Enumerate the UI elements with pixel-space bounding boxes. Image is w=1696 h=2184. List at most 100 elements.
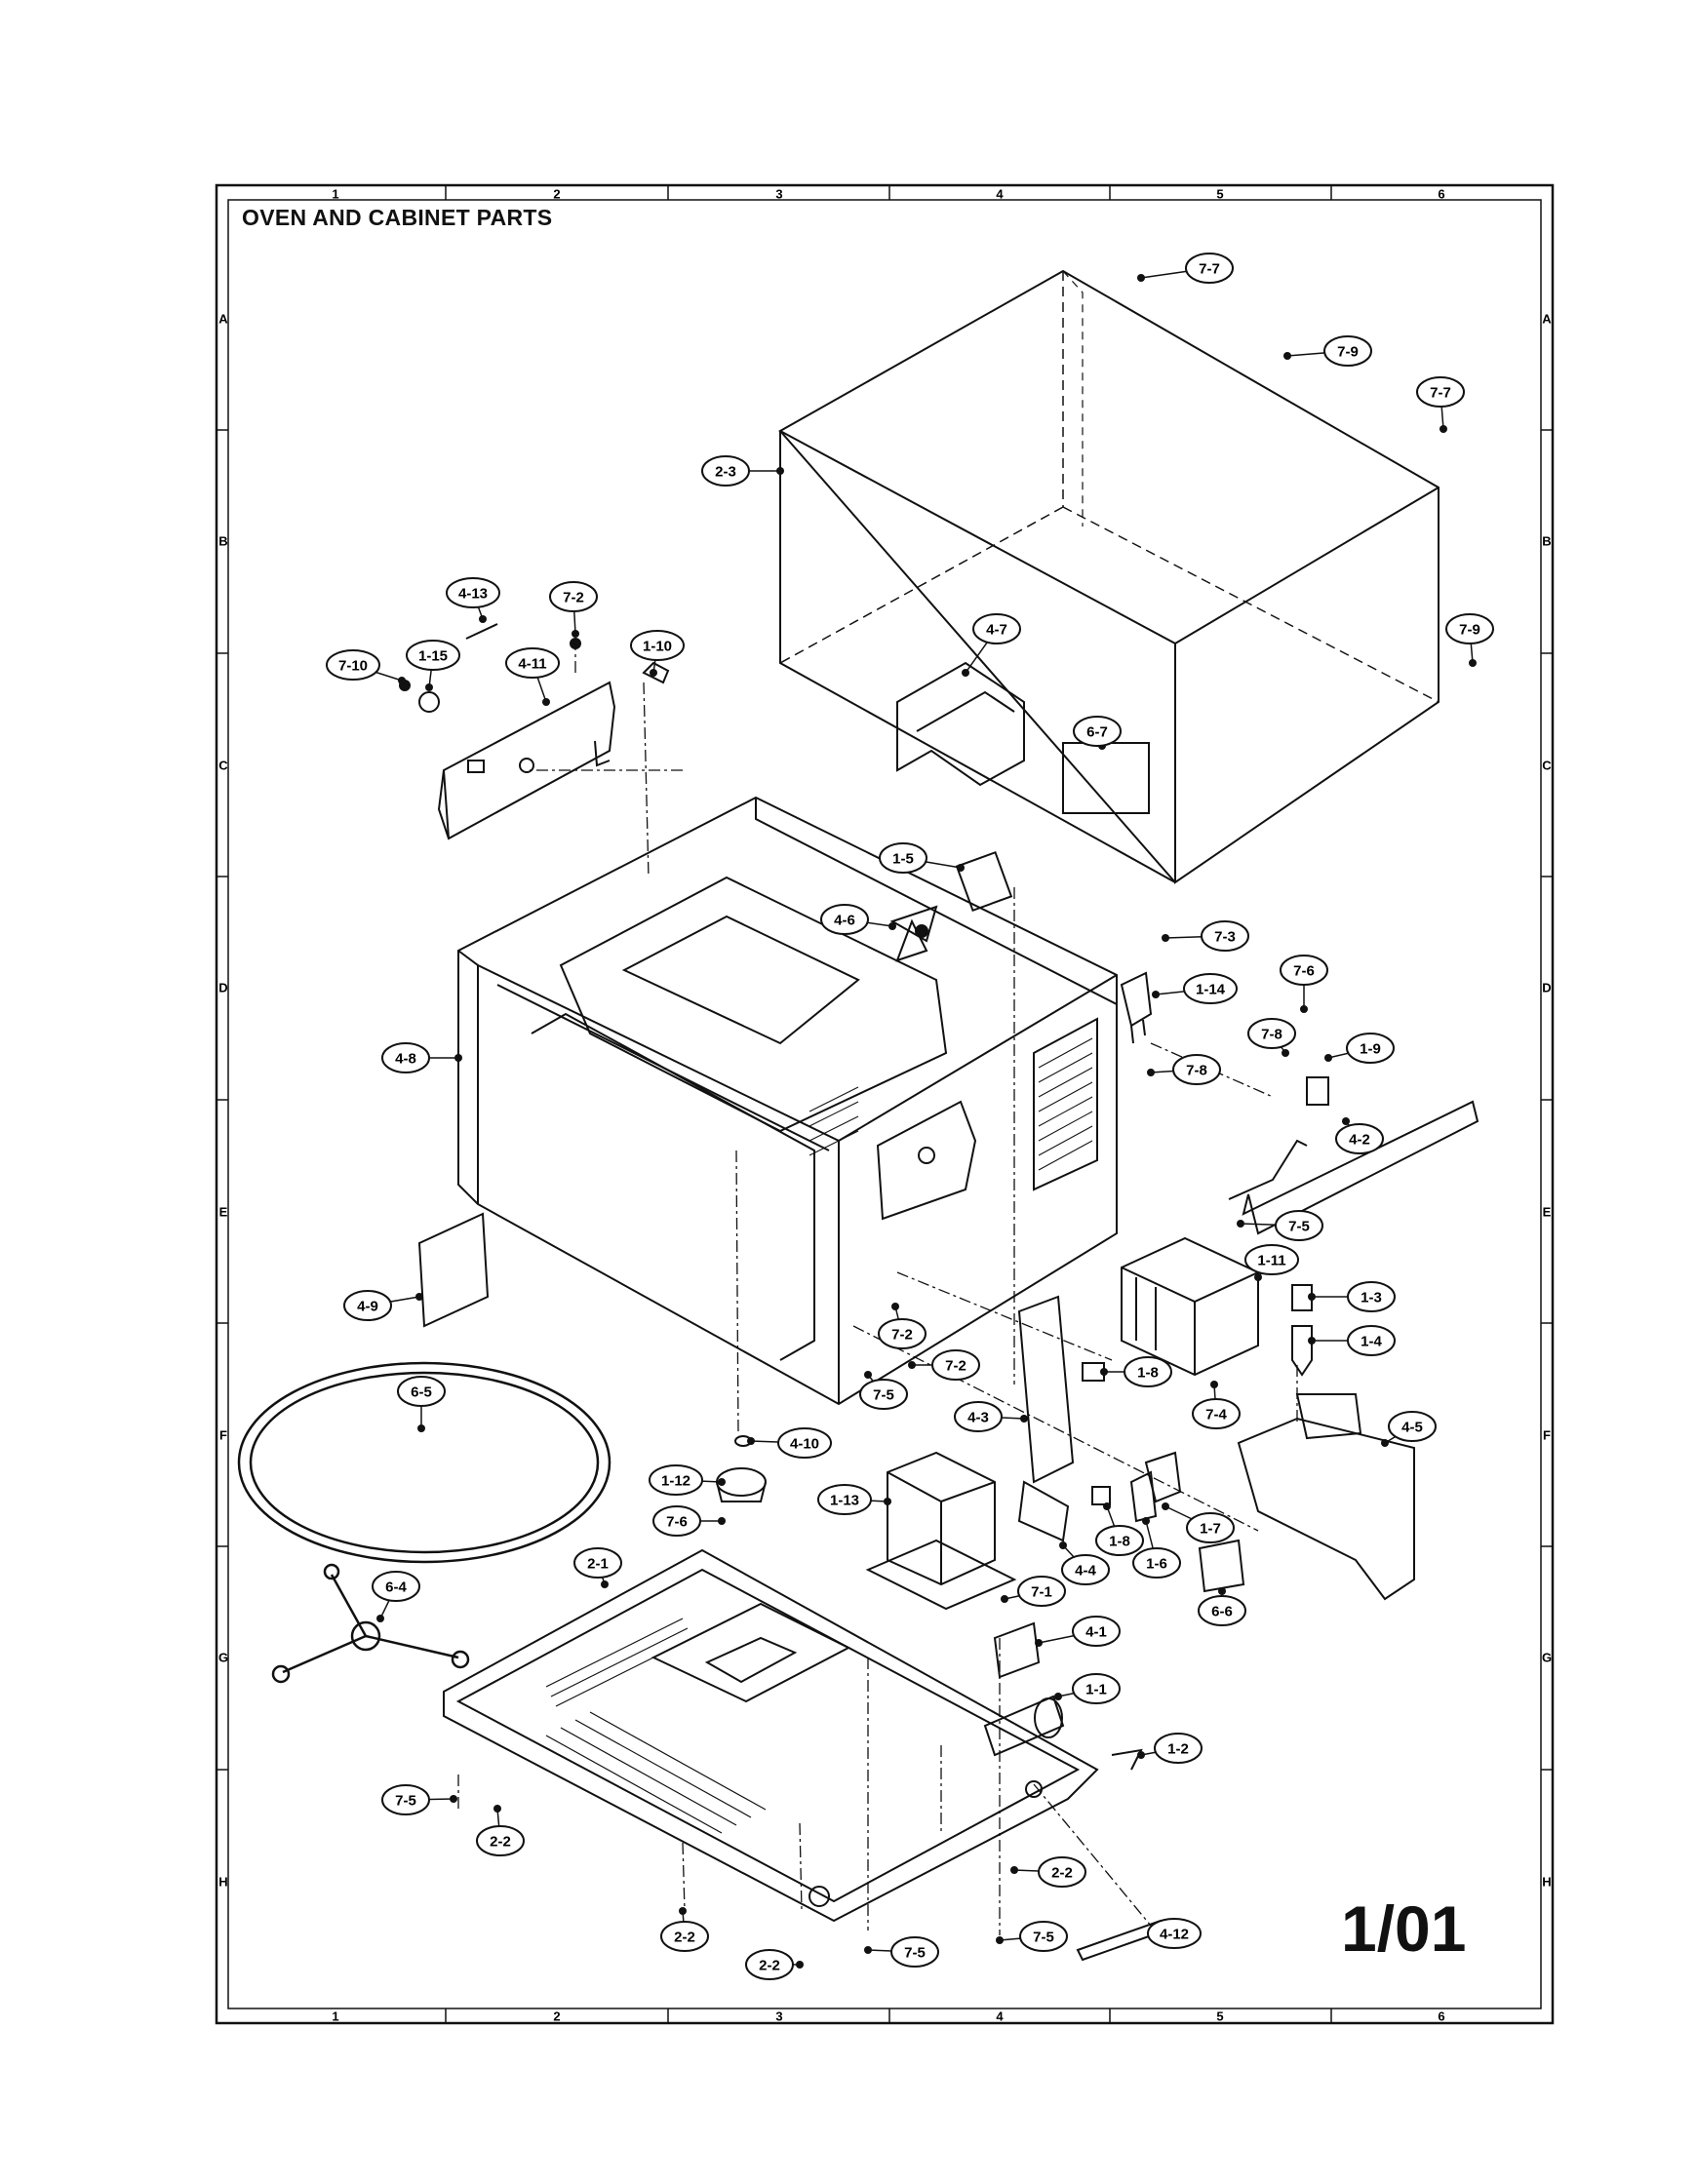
grid-column-label: 5: [1216, 2009, 1223, 2024]
screw-icon: [1059, 1541, 1067, 1549]
callout-label: 7-4: [1205, 1407, 1227, 1424]
screw-icon: [888, 922, 896, 930]
callout-balloon: [820, 904, 869, 935]
screw-icon: [398, 677, 406, 684]
hv-transformer: [1121, 1236, 1259, 1377]
callout-balloon: [890, 1936, 939, 1968]
callout-balloon: [1280, 955, 1328, 986]
callout-1-3: 1-3: [1308, 1281, 1396, 1312]
callout-balloon: [701, 455, 750, 487]
callout-7-5: 7-5: [996, 1921, 1068, 1952]
screw-icon: [450, 1795, 457, 1803]
grid-column-label: 4: [996, 2009, 1004, 2024]
callout-label: 7-5: [904, 1945, 926, 1962]
grid-column-label: 3: [775, 2009, 782, 2024]
callout-balloon: [1072, 1673, 1121, 1704]
callout-7-8: 7-8: [1147, 1054, 1221, 1085]
screw-icon: [891, 1303, 899, 1310]
callout-label: 7-1: [1031, 1584, 1052, 1601]
callout-balloon: [1186, 1512, 1235, 1543]
screw-icon: [572, 630, 579, 638]
callout-balloon: [1347, 1281, 1396, 1312]
screw-icon: [1300, 1005, 1308, 1013]
grid-ticks: [217, 185, 1553, 2023]
callout-4-9: 4-9: [343, 1290, 423, 1321]
callout-label: 1-4: [1361, 1334, 1382, 1350]
callout-label: 7-5: [1288, 1219, 1310, 1235]
callout-label: 1-9: [1360, 1041, 1381, 1058]
drawing-frame: [215, 183, 1555, 2025]
screw-icon: [1308, 1337, 1316, 1345]
grid-column-label: 2: [553, 187, 560, 202]
screw-icon: [1381, 1439, 1389, 1447]
callout-4-6: 4-6: [820, 904, 896, 935]
screw-icon: [650, 669, 657, 677]
callout-balloon: [573, 1547, 622, 1579]
callout-label: 7-8: [1261, 1027, 1282, 1043]
callout-label: 7-7: [1430, 385, 1451, 402]
callout-7-7: 7-7: [1416, 376, 1465, 433]
callout-balloon: [649, 1464, 703, 1496]
callout-label: 2-2: [1051, 1865, 1073, 1882]
callout-1-14: 1-14: [1152, 973, 1238, 1004]
callout-balloon: [1388, 1411, 1437, 1442]
callout-balloon: [406, 640, 460, 671]
grid-column-label: 6: [1438, 187, 1444, 202]
callout-balloon: [972, 613, 1021, 644]
callout-balloon: [660, 1921, 709, 1952]
callout-label: 1-8: [1109, 1534, 1130, 1550]
callout-7-8: 7-8: [1247, 1018, 1296, 1057]
fan-assembly: [889, 850, 1013, 962]
callout-label: 6-5: [411, 1384, 432, 1401]
callout-balloon: [505, 647, 560, 679]
assembly-lines: [457, 639, 1298, 1935]
callout-label: 4-11: [518, 656, 546, 673]
callout-balloon: [1416, 376, 1465, 408]
callout-balloon: [1192, 1398, 1241, 1429]
callout-1-11: 1-11: [1244, 1244, 1299, 1281]
callout-label: 7-9: [1459, 622, 1480, 639]
screw-icon: [1100, 1368, 1108, 1376]
callout-label: 2-3: [715, 464, 736, 481]
screw-icon: [1440, 425, 1447, 433]
callout-balloon: [1347, 1325, 1396, 1356]
callout-1-2: 1-2: [1137, 1733, 1203, 1764]
callout-7-5: 7-5: [859, 1371, 908, 1410]
callout-4-1: 4-1: [1035, 1616, 1121, 1647]
callout-label: 2-2: [674, 1930, 695, 1946]
screw-icon: [415, 1293, 423, 1301]
callout-balloon: [1346, 1033, 1395, 1064]
callout-balloon: [1275, 1210, 1323, 1241]
screw-icon: [776, 467, 784, 475]
callout-1-15: 1-15: [406, 640, 460, 691]
grid-row-label: D: [218, 981, 227, 995]
callout-7-5: 7-5: [864, 1936, 939, 1968]
callout-4-3: 4-3: [954, 1401, 1028, 1432]
callout-label: 2-1: [587, 1556, 609, 1573]
callout-label: 1-3: [1361, 1290, 1382, 1306]
callout-1-8: 1-8: [1095, 1502, 1144, 1556]
callout-7-6: 7-6: [652, 1505, 726, 1537]
screw-icon: [908, 1361, 916, 1369]
screw-icon: [1142, 1517, 1150, 1525]
callout-balloon: [1201, 920, 1249, 952]
callout-balloon: [1154, 1733, 1203, 1764]
callout-6-7: 6-7: [1073, 716, 1122, 750]
grid-row-label: E: [1543, 1205, 1552, 1220]
callout-balloon: [1147, 1918, 1202, 1949]
air-duct: [896, 661, 1025, 787]
outer-cabinet: [777, 269, 1440, 884]
magnetron-parts: [983, 1621, 1143, 1771]
grid-row-label: C: [1542, 759, 1552, 773]
callout-label: 2-2: [490, 1834, 511, 1851]
screw-icon: [1054, 1693, 1062, 1700]
callout-1-12: 1-12: [649, 1464, 726, 1496]
grid-row-label: C: [218, 759, 228, 773]
callout-7-2: 7-2: [878, 1303, 927, 1349]
screw-icon: [1147, 1069, 1155, 1076]
callout-label: 4-5: [1401, 1420, 1423, 1436]
glass-tray: [237, 1361, 611, 1564]
